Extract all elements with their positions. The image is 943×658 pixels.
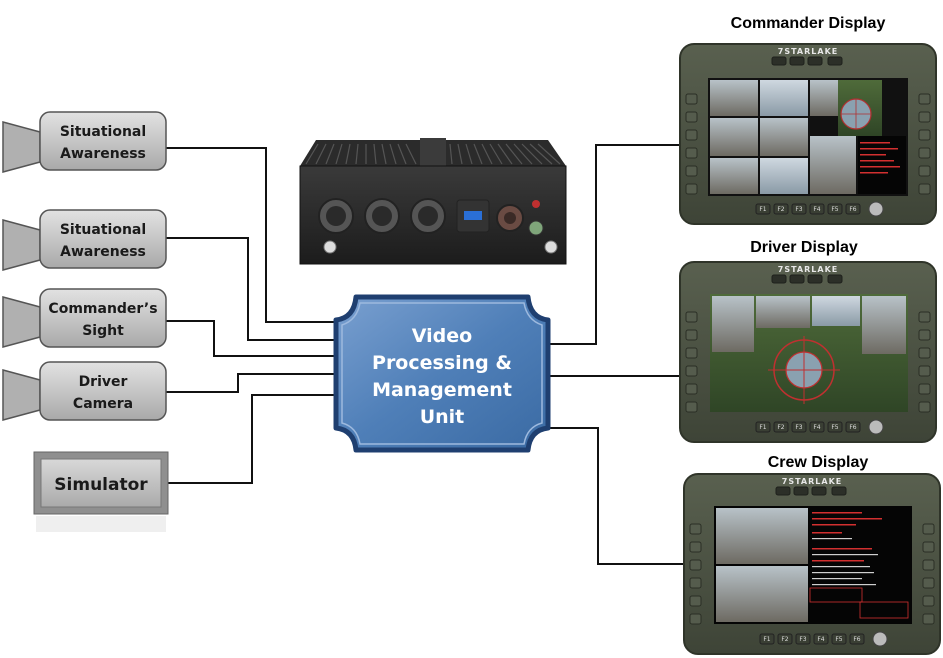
power-connector-icon: [496, 204, 524, 232]
fkey-label: F5: [831, 424, 838, 431]
unit-inner-bevel: [341, 302, 543, 445]
fkey-label: F3: [799, 636, 806, 643]
fkey-label: F6: [849, 424, 856, 431]
camera-label-line1: Situational: [60, 124, 146, 140]
fkey-label: F2: [777, 424, 784, 431]
line-sa2-to-unit: [166, 237, 334, 341]
unit-shape: [333, 294, 551, 453]
display-fkeys: F1 F2 F3 F4 F5 F6: [755, 421, 861, 433]
fkey-label: F4: [817, 636, 824, 643]
connector-lines: [166, 144, 690, 565]
fkey-label: F3: [795, 206, 802, 213]
simulator-face: [40, 458, 162, 508]
unit-label-line2: Processing &: [372, 352, 512, 374]
camera-body: [39, 209, 167, 269]
display-top-buttons: [771, 274, 843, 284]
unit-label-line1: Video: [412, 325, 472, 347]
power-button-icon: [528, 220, 544, 236]
knob-icon: [872, 631, 888, 647]
fkey-label: F3: [795, 424, 802, 431]
heatsink-fins: [305, 143, 561, 165]
crew-display-title: Crew Display: [768, 454, 869, 471]
camera-label-line1: Driver: [79, 374, 128, 390]
display-side-keys: [685, 311, 931, 413]
fkey-label: F1: [759, 424, 766, 431]
screw-icon: [544, 240, 558, 254]
fkey-label: F2: [777, 206, 784, 213]
mil-connector-icon: [318, 198, 446, 234]
unit-label-line3: Management: [372, 379, 512, 401]
camera-body: [39, 111, 167, 171]
camera-commanders-sight: Commander’s Sight: [2, 288, 167, 348]
hardware-box-image: [299, 138, 567, 265]
display-top-buttons: [771, 56, 843, 66]
line-sa1-to-unit: [166, 147, 348, 323]
camera-driver: Driver Camera: [2, 361, 167, 421]
line-dcam-to-unit: [166, 373, 334, 393]
fkey-label: F2: [781, 636, 788, 643]
simulator-block: Simulator: [33, 451, 169, 532]
camera-label-line2: Awareness: [60, 146, 146, 162]
commander-display: 7STARLAKE: [679, 43, 937, 225]
fkey-label: F4: [813, 206, 820, 213]
screen-content-crew-view: [716, 508, 909, 622]
camera-lens-icon: [2, 219, 41, 271]
fkey-label: F5: [835, 636, 842, 643]
screen-content-video-tiles: [710, 80, 906, 194]
camera-label-line1: Commander’s: [48, 301, 157, 317]
driver-display-title: Driver Display: [750, 239, 858, 256]
fkey-label: F5: [831, 206, 838, 213]
display-fkeys: F1 F2 F3 F4 F5 F6: [755, 203, 861, 215]
commander-display-title: Commander Display: [731, 15, 886, 32]
simulator-reflection: [36, 516, 166, 532]
fkey-label: F6: [853, 636, 860, 643]
camera-situational-awareness-2: Situational Awareness: [2, 209, 167, 271]
camera-lens-icon: [2, 296, 41, 348]
display-brand: 7STARLAKE: [778, 47, 838, 56]
display-brand: 7STARLAKE: [778, 265, 838, 274]
screen-content-driver-view: [712, 296, 906, 404]
crew-display: 7STARLAKE: [683, 473, 941, 655]
camera-body: [39, 288, 167, 348]
fkey-label: F1: [763, 636, 770, 643]
fkey-label: F1: [759, 206, 766, 213]
camera-lens-icon: [2, 121, 41, 173]
screw-icon: [323, 240, 337, 254]
camera-label-line2: Sight: [82, 323, 124, 339]
camera-label-line2: Camera: [73, 396, 133, 412]
display-fkeys: F1 F2 F3 F4 F5 F6: [759, 633, 865, 645]
line-unit-to-commander: [546, 144, 684, 345]
camera-lens-icon: [2, 369, 41, 421]
line-unit-to-crew: [548, 427, 690, 565]
unit-label-line4: Unit: [420, 406, 465, 428]
video-processing-unit: Video Processing & Management Unit: [333, 294, 551, 453]
display-side-keys: [689, 523, 935, 625]
camera-label-line1: Situational: [60, 222, 146, 238]
camera-body: [39, 361, 167, 421]
fkey-label: F6: [849, 206, 856, 213]
display-top-buttons: [775, 486, 847, 496]
led-icon: [532, 200, 540, 208]
display-side-keys: [685, 93, 931, 195]
camera-situational-awareness-1: Situational Awareness: [2, 111, 167, 173]
line-sim-to-unit: [167, 394, 338, 484]
fkey-label: F4: [813, 424, 820, 431]
knob-icon: [868, 201, 884, 217]
simulator-label: Simulator: [54, 475, 148, 495]
driver-display: 7STARLAKE: [679, 261, 937, 443]
display-brand: 7STARLAKE: [782, 477, 842, 486]
box-handle: [420, 138, 446, 168]
line-csight-to-unit: [166, 320, 334, 357]
camera-label-line2: Awareness: [60, 244, 146, 260]
usb-port-icon: [456, 199, 490, 233]
knob-icon: [868, 419, 884, 435]
